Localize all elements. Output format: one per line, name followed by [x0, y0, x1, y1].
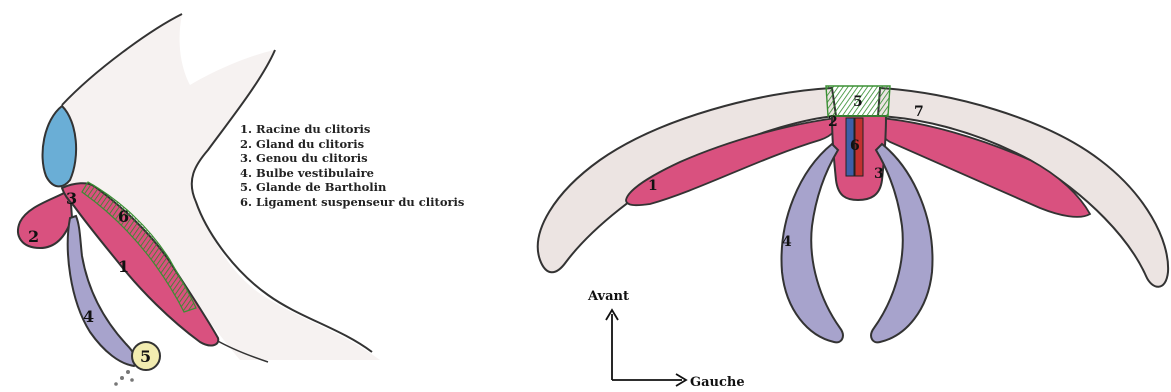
left-label-3: 3 [66, 189, 77, 208]
right-label-3: 3 [874, 166, 884, 182]
left-label-2: 2 [28, 227, 39, 246]
legend-item-3: 3. Genou du clitoris [240, 151, 464, 166]
pubic-symphysis-blue [43, 106, 77, 186]
glans-shape [18, 190, 72, 248]
right-frontal-figure: 1 2 3 4 5 6 7 Avant Gauche [538, 86, 1168, 390]
right-label-5: 5 [853, 94, 863, 110]
axis-label-avant: Avant [587, 289, 629, 304]
left-label-4: 4 [83, 307, 94, 326]
legend-item-4: 4. Bulbe vestibulaire [240, 166, 464, 181]
right-label-2: 2 [828, 114, 838, 130]
orientation-axes [606, 310, 686, 386]
right-label-7: 7 [914, 104, 924, 120]
right-label-1: 1 [648, 178, 658, 194]
left-label-6: 6 [118, 207, 129, 226]
legend-item-5: 5. Glande de Bartholin [240, 180, 464, 195]
secretion-dots [114, 370, 134, 386]
legend-item-2: 2. Gland du clitoris [240, 137, 464, 152]
legend: 1. Racine du clitoris 2. Gland du clitor… [240, 122, 464, 210]
left-label-5: 5 [140, 347, 151, 366]
legend-item-6: 6. Ligament suspenseur du clitoris [240, 195, 464, 210]
legend-item-1: 1. Racine du clitoris [240, 122, 464, 137]
right-label-4: 4 [782, 234, 792, 250]
right-label-6: 6 [850, 138, 860, 154]
left-label-1: 1 [118, 257, 129, 276]
axis-label-gauche: Gauche [690, 375, 745, 390]
